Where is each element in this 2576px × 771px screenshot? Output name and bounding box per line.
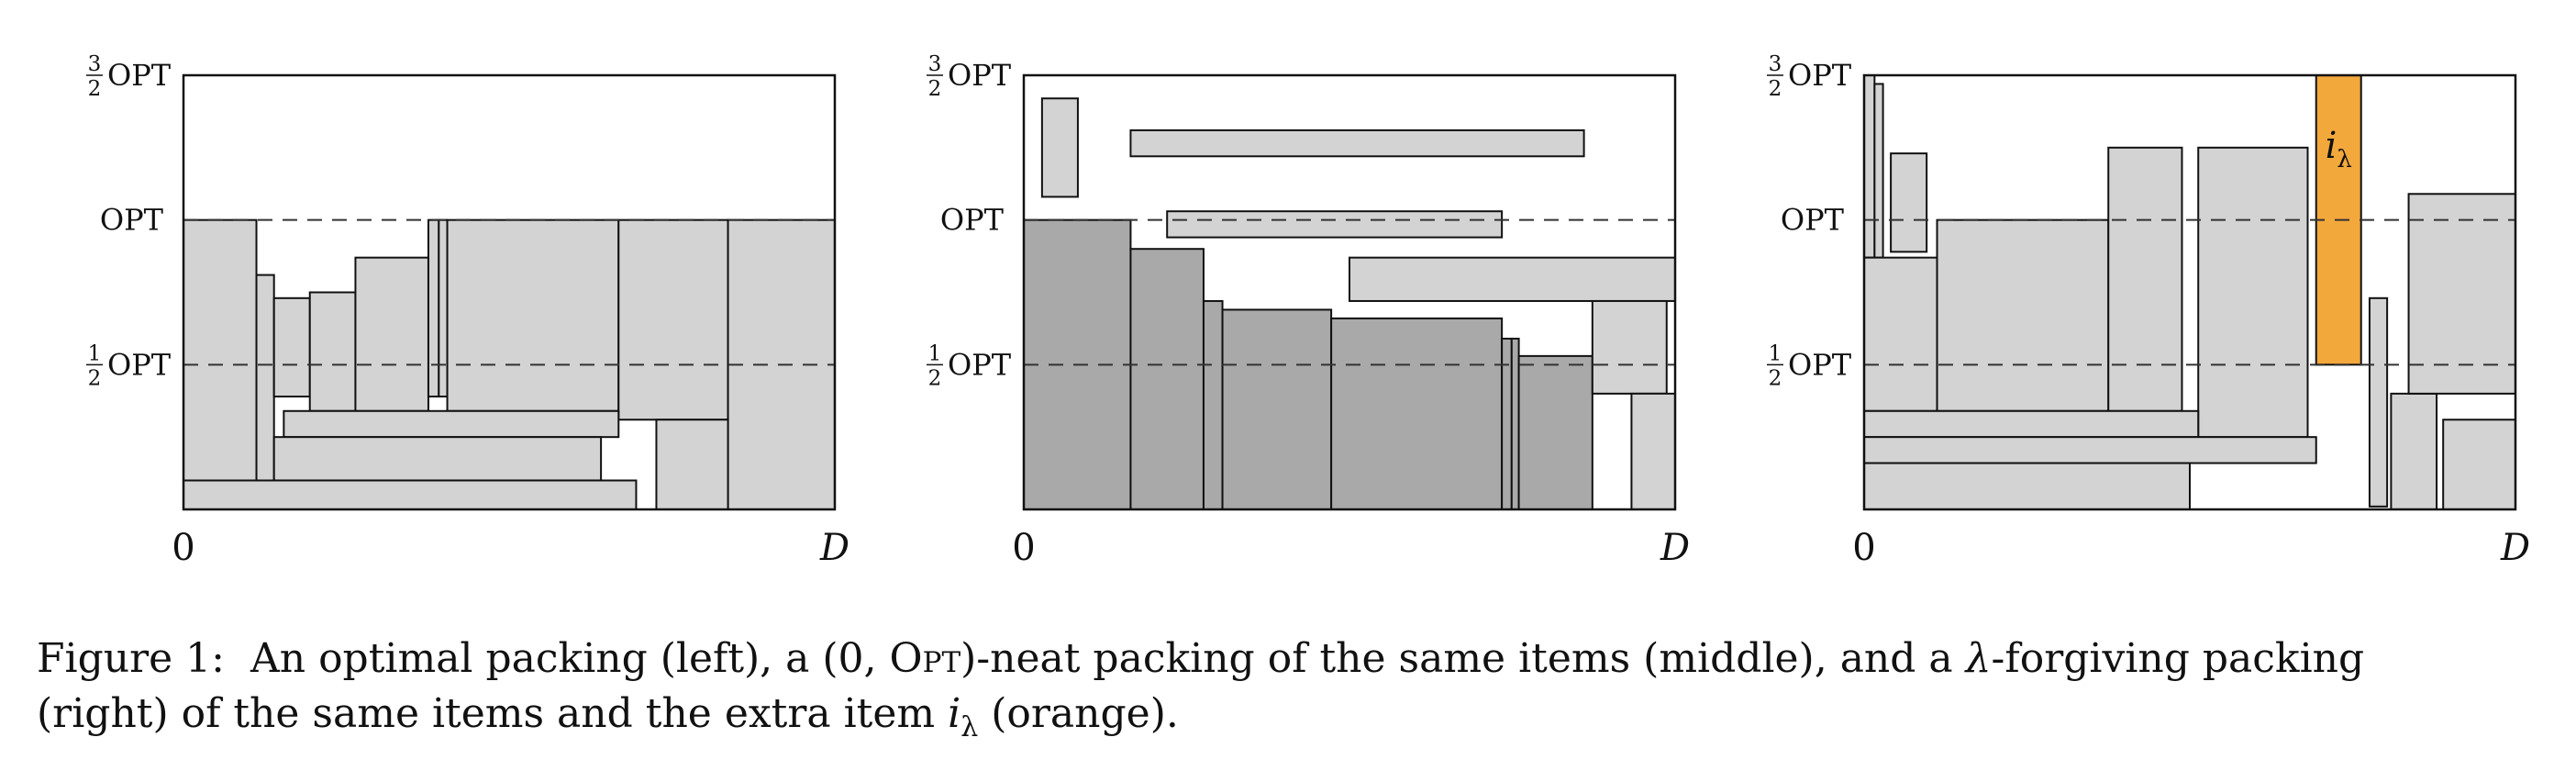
item-rect: [1873, 83, 1884, 259]
item-rect: [438, 218, 449, 398]
y-tick-three-halves-opt-den: 2: [1769, 77, 1782, 101]
caption-opt: Opt: [889, 635, 961, 682]
y-tick-half-opt-num: 1: [88, 341, 102, 365]
y-tick-three-halves-opt-num: 3: [88, 52, 102, 76]
y-tick-three-halves-opt-num: 3: [1769, 52, 1782, 76]
caption-item-sub: λ: [960, 710, 979, 743]
x-tick-d: D: [819, 527, 849, 569]
caption-part1: An optimal packing (left), a (0,: [250, 635, 877, 682]
item-rect: [446, 218, 620, 412]
item-rect: [1890, 152, 1928, 253]
y-tick-half-opt-opt: OPT: [1788, 347, 1852, 382]
caption-part2: )-neat packing of the same items (middle…: [960, 635, 1953, 682]
y-tick-half-opt-den: 2: [928, 366, 942, 390]
extra-item-label-sub: λ: [2337, 146, 2351, 173]
item-rect: [308, 291, 357, 412]
panel-frame: [1862, 73, 2517, 511]
item-rect: [1040, 97, 1079, 198]
x-tick-zero: 0: [1012, 527, 1035, 569]
item-rect: [2107, 146, 2183, 412]
y-tick-opt: OPT: [1781, 203, 1845, 238]
item-rect: [255, 274, 275, 510]
item-rect: [1863, 436, 2317, 464]
x-tick-zero: 0: [172, 527, 194, 569]
item-rect: [1936, 218, 2110, 412]
item-rect: [1630, 392, 1677, 510]
y-tick-opt: OPT: [100, 203, 164, 238]
y-tick-half-opt-opt: OPT: [948, 347, 1012, 382]
item-rect: [1863, 462, 2191, 510]
y-tick-three-halves-opt-opt: OPT: [948, 58, 1012, 93]
item-rect: [2368, 296, 2389, 508]
item-rect: [354, 256, 429, 412]
item-rect: [2390, 392, 2438, 510]
item-rect: [617, 218, 729, 421]
item-rect: [272, 296, 311, 398]
item-rect: [1129, 248, 1205, 510]
y-tick-three-halves-opt-opt: OPT: [107, 58, 172, 93]
caption-part4: (right) of the same items and the extra …: [37, 690, 936, 737]
item-rect: [2407, 193, 2517, 395]
x-tick-zero: 0: [1852, 527, 1875, 569]
y-tick-three-halves-opt-den: 2: [88, 77, 102, 101]
item-rect: [272, 436, 603, 482]
y-tick-three-halves-opt-num: 3: [928, 52, 942, 76]
y-tick-half-opt-den: 2: [88, 366, 102, 390]
item-rect: [283, 409, 620, 439]
item-rect: [2442, 419, 2516, 511]
y-tick-half-opt-den: 2: [1769, 366, 1782, 390]
item-rect: [427, 218, 440, 398]
item-rect: [1591, 299, 1668, 395]
x-tick-d: D: [1660, 527, 1690, 569]
item-rect: [1863, 409, 2200, 439]
item-rect: [1221, 308, 1333, 511]
item-rect: [1349, 256, 1676, 302]
item-rect: [655, 419, 729, 511]
item-rect: [183, 479, 638, 511]
panel-frame: [1022, 73, 1677, 511]
item-rect: [2197, 146, 2309, 439]
item-rect: [1863, 256, 1938, 412]
y-tick-opt: OPT: [940, 203, 1005, 238]
item-rect: [1129, 128, 1585, 158]
caption-part5: (orange).: [991, 690, 1179, 737]
caption-lambda: λ: [1965, 635, 1992, 682]
y-tick-three-halves-opt-den: 2: [928, 77, 942, 101]
extra-item-label-base: i: [2326, 125, 2337, 167]
item-rect: [1863, 74, 1876, 259]
extra-item-label: iλ: [2326, 125, 2352, 173]
item-rect: [1166, 210, 1504, 239]
y-tick-half-opt-num: 1: [928, 341, 942, 365]
item-rect: [1517, 354, 1593, 510]
caption-item-base: i: [948, 690, 961, 737]
y-tick-three-halves-opt-opt: OPT: [1788, 58, 1852, 93]
y-tick-half-opt-opt: OPT: [107, 347, 172, 382]
item-rect: [1510, 337, 1520, 510]
item-rect: [1202, 299, 1224, 510]
caption-prefix: Figure 1:: [37, 635, 225, 682]
item-rect: [1330, 317, 1504, 510]
x-tick-d: D: [2500, 527, 2530, 569]
caption-part3: -forgiving packing: [1991, 635, 2365, 682]
figure-caption: Figure 1: An optimal packing (left), a (…: [37, 631, 2550, 755]
y-tick-half-opt-num: 1: [1769, 341, 1782, 365]
panel-frame: [182, 73, 837, 511]
